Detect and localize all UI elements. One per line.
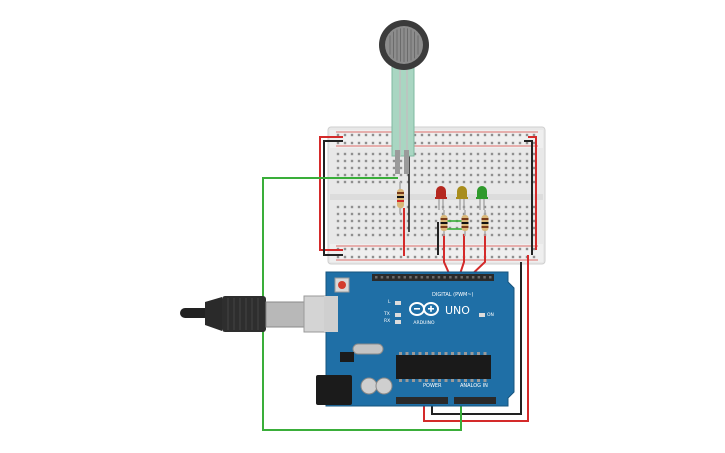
sensor-pin-1 (395, 150, 400, 174)
sensor-pin-2 (404, 150, 409, 174)
atmega-chip (396, 355, 491, 379)
arduino-board[interactable]: ARDUINO UNO DIGITAL (PWM~) POWER ANALOG … (316, 271, 515, 407)
board-model: UNO (445, 304, 470, 317)
wire-right-red[interactable] (528, 136, 537, 250)
digital-label: DIGITAL (PWM~) (432, 292, 474, 298)
on-label: ON (487, 312, 494, 318)
wire-analog-signal[interactable] (262, 177, 462, 431)
green-led-resistor[interactable] (481, 210, 489, 236)
bottom-power-rail (330, 244, 543, 262)
analog-header[interactable] (454, 397, 496, 404)
analog-label: ANALOG IN (460, 383, 488, 389)
sensor-resistor[interactable] (397, 182, 404, 214)
rx-label: RX (384, 318, 390, 324)
wire-gnd[interactable] (431, 262, 522, 415)
green-led[interactable] (476, 186, 488, 210)
usb-cable[interactable] (180, 295, 339, 333)
top-power-rail (330, 130, 543, 148)
usb-plug-metal (265, 301, 307, 328)
sensor-leads (391, 61, 415, 157)
reset-button[interactable] (338, 281, 346, 289)
wire-5v[interactable] (423, 255, 529, 422)
yellow-led-resistor[interactable] (461, 210, 469, 236)
wire-right-black[interactable] (524, 140, 533, 255)
red-led[interactable] (435, 186, 447, 210)
wires (262, 136, 537, 431)
wire-left-black[interactable] (323, 140, 343, 256)
usb-plug-body (222, 296, 266, 332)
led-resistors (440, 210, 489, 236)
power-jack (316, 375, 352, 405)
red-led-resistor[interactable] (440, 210, 448, 236)
arduino-logo-icon (409, 302, 439, 316)
crystal (352, 343, 384, 355)
wire-left-red[interactable] (319, 136, 343, 251)
yellow-led[interactable] (456, 186, 468, 210)
l-label: L (388, 299, 391, 305)
voltage-regulator (340, 352, 354, 362)
board-brand: ARDUINO (413, 320, 435, 326)
power-label: POWER (423, 383, 442, 389)
capacitor-2 (375, 377, 393, 395)
usb-cord (180, 308, 210, 318)
force-sensor[interactable] (379, 20, 429, 174)
led-group (435, 186, 488, 210)
capacitor-1 (360, 377, 378, 395)
tx-label: TX (383, 311, 390, 317)
power-header[interactable] (396, 397, 448, 404)
